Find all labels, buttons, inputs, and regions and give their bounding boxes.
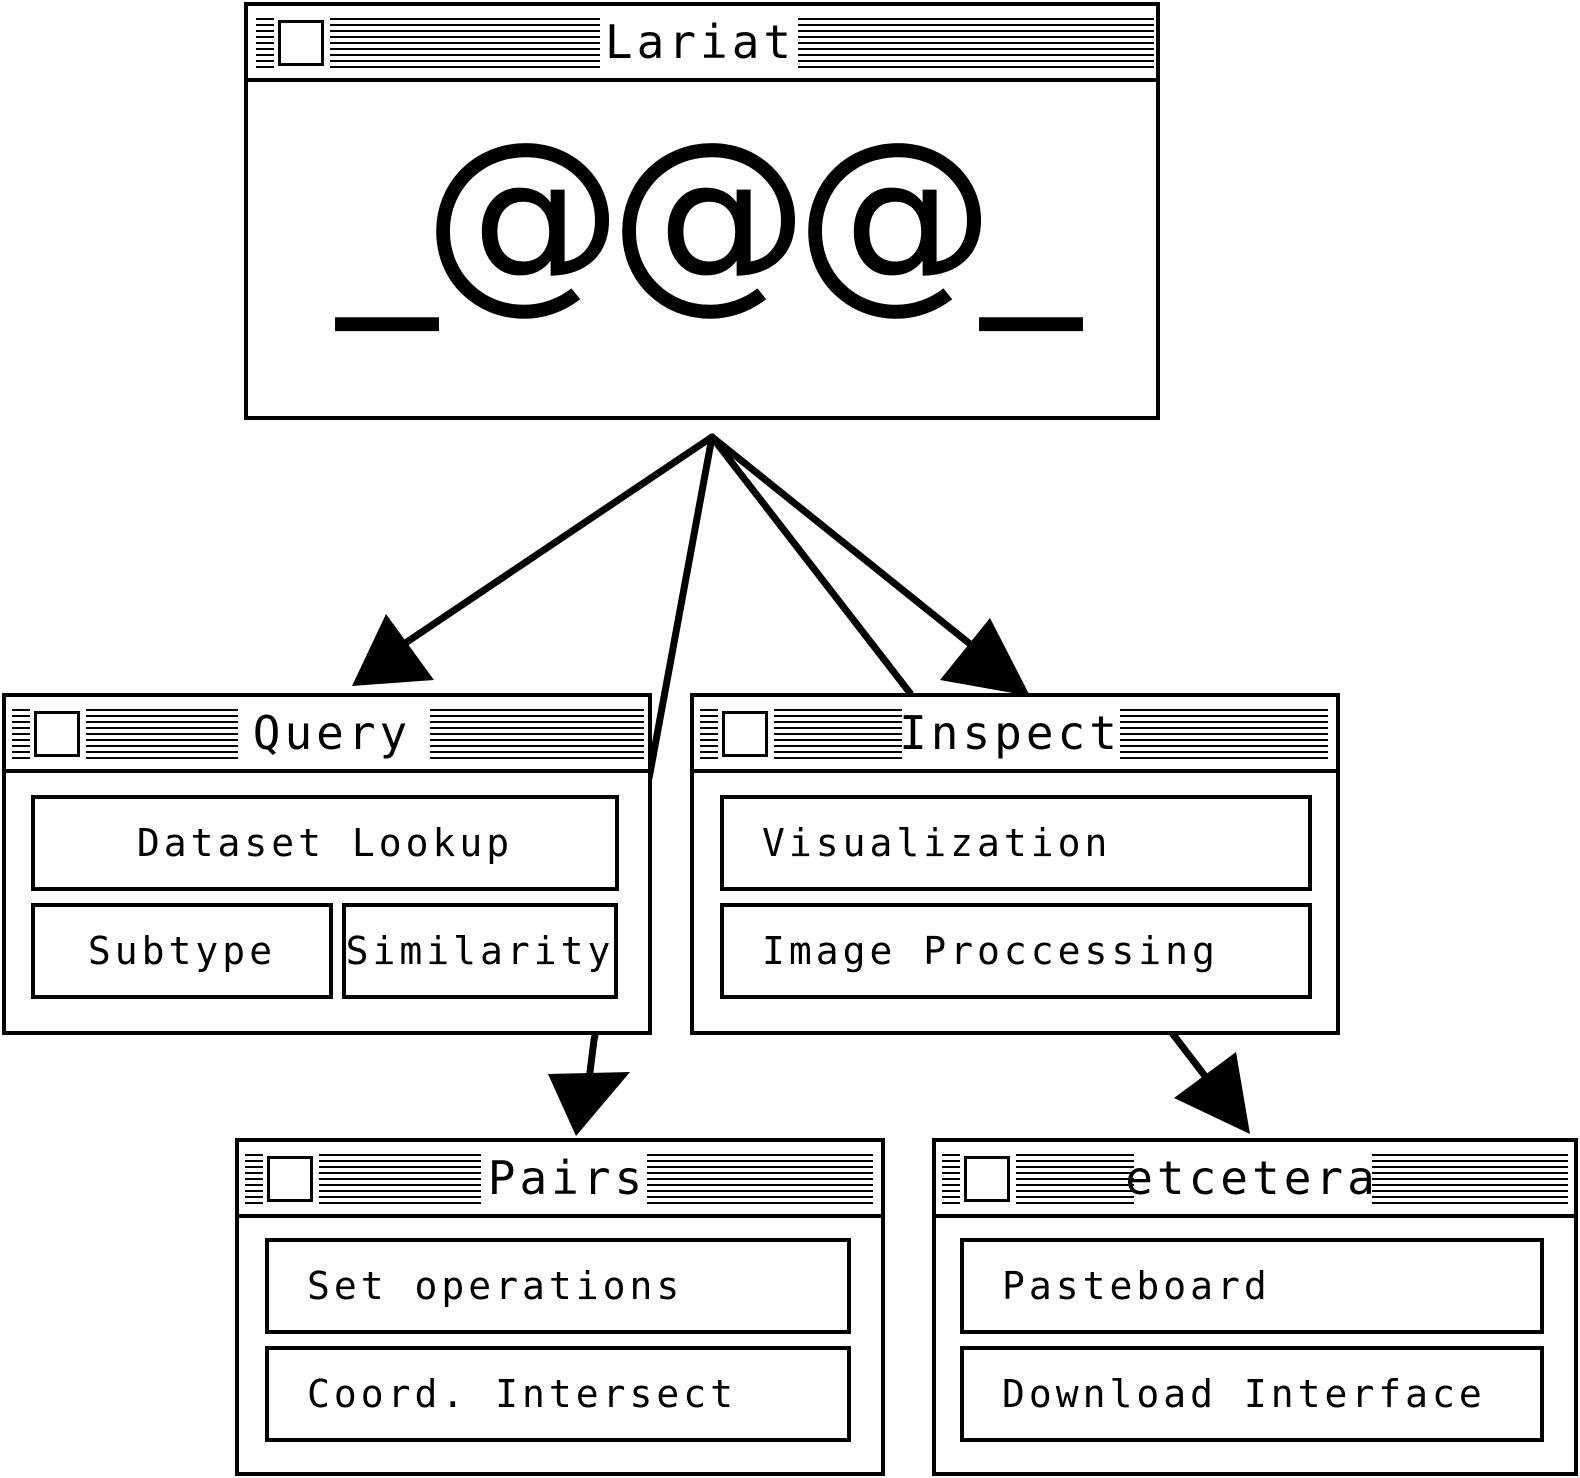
similarity-button[interactable]: Similarity — [342, 903, 618, 999]
arrowhead-etcetera — [1174, 1052, 1250, 1134]
pairs-titlebar[interactable]: Pairs — [239, 1142, 881, 1218]
titlebar-stripes — [700, 709, 718, 759]
titlebar-stripes — [330, 18, 600, 68]
window-title: Inspect — [899, 706, 1121, 760]
titlebar-stripes — [798, 18, 1154, 68]
titlebar-stripes — [1372, 1154, 1568, 1204]
edge-lariat-inspect-a — [708, 433, 914, 697]
subtype-button[interactable]: Subtype — [31, 903, 333, 999]
edge-lariat-query — [388, 433, 716, 656]
lariat-titlebar[interactable]: Lariat — [248, 6, 1156, 82]
close-box-icon[interactable] — [964, 1156, 1010, 1202]
titlebar-stripes — [319, 1154, 481, 1204]
titlebar-stripes — [1120, 709, 1328, 759]
close-box-icon[interactable] — [278, 20, 324, 66]
arrowhead-pairs — [548, 1072, 630, 1136]
window-title: Lariat — [604, 15, 796, 69]
titlebar-stripes — [256, 18, 274, 68]
titlebar-stripes — [647, 1154, 873, 1204]
close-box-icon[interactable] — [34, 711, 80, 757]
etcetera-titlebar[interactable]: etcetera — [936, 1142, 1574, 1218]
titlebar-stripes — [12, 709, 30, 759]
arrowhead-query — [352, 614, 434, 686]
coord-intersect-button[interactable]: Coord. Intersect — [265, 1346, 851, 1442]
window-title: Pairs — [487, 1151, 647, 1205]
pairs-window: Pairs Set operations Coord. Intersect — [235, 1138, 885, 1476]
titlebar-stripes — [86, 709, 238, 759]
arrowhead-inspect — [940, 618, 1030, 696]
close-box-icon[interactable] — [267, 1156, 313, 1202]
edge-inspect-etcetera — [1168, 1029, 1212, 1084]
titlebar-stripes — [430, 709, 644, 759]
set-operations-button[interactable]: Set operations — [265, 1238, 851, 1334]
lariat-window: Lariat _@@@_ — [244, 2, 1160, 420]
titlebar-stripes — [1016, 1154, 1134, 1204]
window-title: Query — [252, 706, 412, 760]
inspect-window: Inspect Visualization Image Proccessing — [690, 693, 1340, 1035]
titlebar-stripes — [245, 1154, 263, 1204]
close-box-icon[interactable] — [722, 711, 768, 757]
pasteboard-button[interactable]: Pasteboard — [960, 1238, 1544, 1334]
etcetera-window: etcetera Pasteboard Download Interface — [932, 1138, 1578, 1476]
edge-lariat-inspect-b — [708, 433, 994, 664]
query-titlebar[interactable]: Query — [6, 697, 648, 773]
titlebar-stripes — [774, 709, 902, 759]
titlebar-stripes — [942, 1154, 960, 1204]
inspect-titlebar[interactable]: Inspect — [694, 697, 1336, 773]
visualization-button[interactable]: Visualization — [720, 795, 1312, 891]
lariat-logo: _@@@_ — [337, 99, 1081, 332]
window-title: etcetera — [1125, 1151, 1379, 1205]
image-processing-button[interactable]: Image Proccessing — [720, 903, 1312, 999]
download-interface-button[interactable]: Download Interface — [960, 1346, 1544, 1442]
dataset-lookup-button[interactable]: Dataset Lookup — [31, 795, 619, 891]
query-window: Query Dataset Lookup Subtype Similarity — [2, 693, 652, 1035]
